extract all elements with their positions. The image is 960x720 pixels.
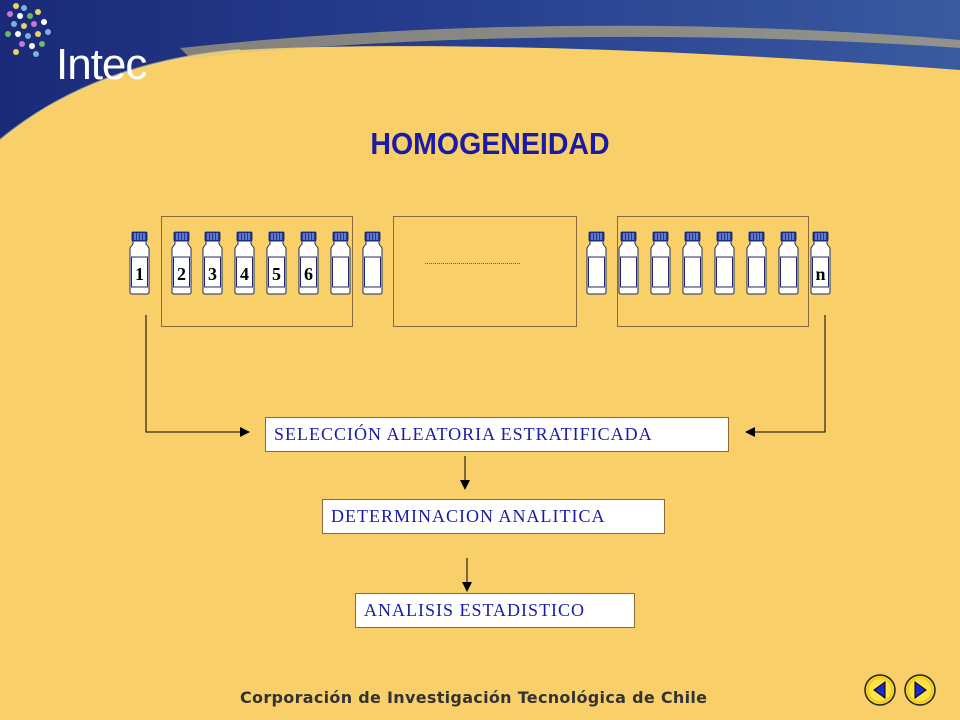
footer-text: Corporación de Investigación Tecnológica… bbox=[240, 688, 708, 707]
bottle-label: 4 bbox=[240, 264, 249, 284]
bottle bbox=[713, 231, 736, 295]
bottle-label: n bbox=[815, 264, 826, 284]
page-title: HOMOGENEIDAD bbox=[370, 126, 610, 161]
ellipsis-line bbox=[425, 263, 520, 264]
group-box-right bbox=[617, 216, 809, 327]
arrow-right-icon bbox=[904, 674, 936, 706]
logo-dots-icon bbox=[5, 3, 51, 57]
prev-button[interactable] bbox=[864, 674, 896, 706]
bottle: 3 bbox=[201, 231, 224, 295]
bottle bbox=[681, 231, 704, 295]
bottle bbox=[329, 231, 352, 295]
bottle-label: 2 bbox=[177, 264, 186, 284]
flow-step-random-selection: SELECCIÓN ALEATORIA ESTRATIFICADA bbox=[265, 417, 729, 452]
group-box-left bbox=[161, 216, 353, 327]
bottle bbox=[649, 231, 672, 295]
bottle-label: 1 bbox=[135, 264, 144, 284]
next-button[interactable] bbox=[904, 674, 936, 706]
bottle bbox=[585, 231, 608, 295]
bottle: n bbox=[809, 231, 832, 295]
bottle bbox=[361, 231, 384, 295]
bottle: 2 bbox=[170, 231, 193, 295]
logo-text: Intec bbox=[56, 40, 147, 89]
bottle-label: 6 bbox=[304, 264, 313, 284]
group-box-middle bbox=[393, 216, 577, 327]
bottle: 1 bbox=[128, 231, 151, 295]
header-banner bbox=[0, 0, 960, 141]
bottle bbox=[777, 231, 800, 295]
bottle-label: 3 bbox=[208, 264, 217, 284]
bottle: 4 bbox=[233, 231, 256, 295]
flow-step-statistical-analysis: ANALISIS ESTADISTICO bbox=[355, 593, 635, 628]
arrow-left-icon bbox=[864, 674, 896, 706]
bottle: 5 bbox=[265, 231, 288, 295]
flow-step-analytical-determination: DETERMINACION ANALITICA bbox=[322, 499, 665, 534]
bottle-label: 5 bbox=[272, 264, 281, 284]
bottle: 6 bbox=[297, 231, 320, 295]
bottle bbox=[617, 231, 640, 295]
bottle bbox=[745, 231, 768, 295]
